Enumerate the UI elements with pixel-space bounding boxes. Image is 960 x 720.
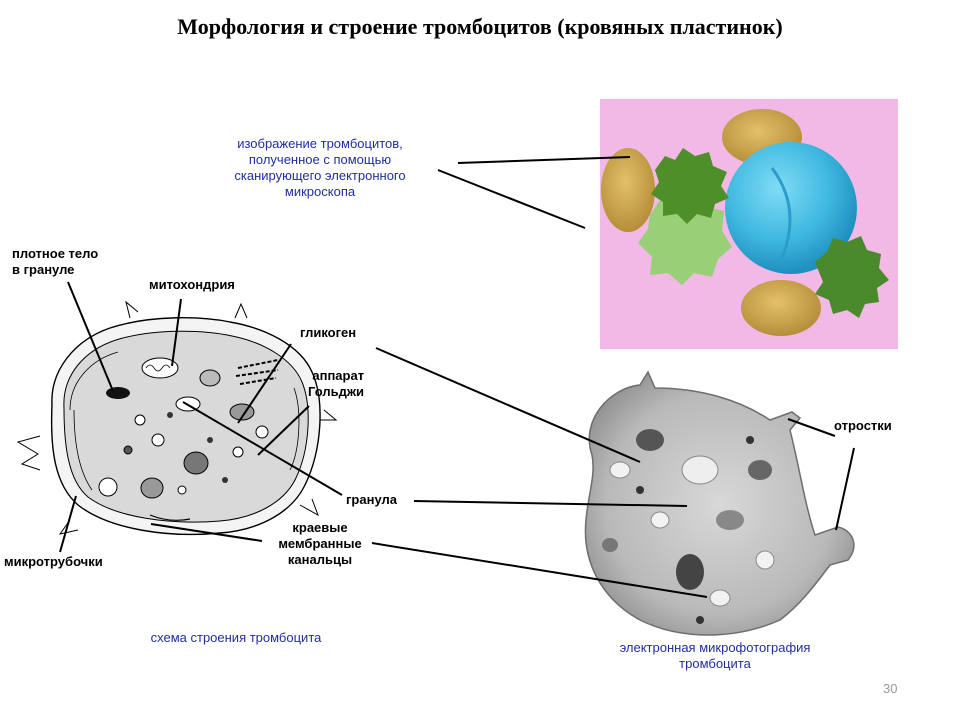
platelet-green-top [651,148,729,224]
leader-granule-scheme [182,401,343,496]
leader-channels-scheme [150,523,263,542]
leader-sem-2 [437,169,586,229]
page-title: Морфология и строение тромбоцитов (кровя… [177,14,783,39]
label-golgi: аппарат Гольджи [308,368,365,399]
leader-mitochondria [171,298,182,367]
dense-body [106,387,130,399]
label-glycogen: гликоген [300,325,357,340]
label-granule: гранула [346,492,397,507]
leader-granule-em [413,500,688,507]
leader-channels-em [371,542,708,598]
caption-em: электронная микрофотография тромбоцита [619,640,811,671]
platelet-green-right [815,236,889,318]
sem-image [600,99,898,349]
scheme-mitochondrion [141,357,179,379]
leader-glycogen-em [375,347,641,463]
blue-cell [725,142,857,274]
leader-processes-2 [835,447,855,531]
page-number: 30 [883,681,898,696]
scheme-inner-band [63,330,309,523]
leader-golgi [257,405,310,456]
label-dense-body: плотное тело в грануле [12,246,99,277]
em-photo [584,370,855,636]
label-marginal-channels: краевые мембранные канальцы [278,520,362,567]
leader-microtubules [59,495,77,553]
label-processes: отростки [834,418,892,433]
leader-processes-1 [787,418,836,437]
caption-scheme: схема строения тромбоцита [150,630,322,645]
label-microtubules: микротрубочки [4,554,103,569]
label-mitochondria: митохондрия [149,277,235,292]
scheme-drawing [16,300,338,536]
erythrocyte-bottom [741,280,821,336]
leader-sem-1 [457,156,631,164]
erythrocyte-left [601,148,655,232]
leader-dense-body [67,281,114,392]
caption-sem: изображение тромбоцитов, полученное с по… [234,136,406,199]
leader-lines [59,156,855,598]
leader-glycogen-scheme [237,343,292,424]
